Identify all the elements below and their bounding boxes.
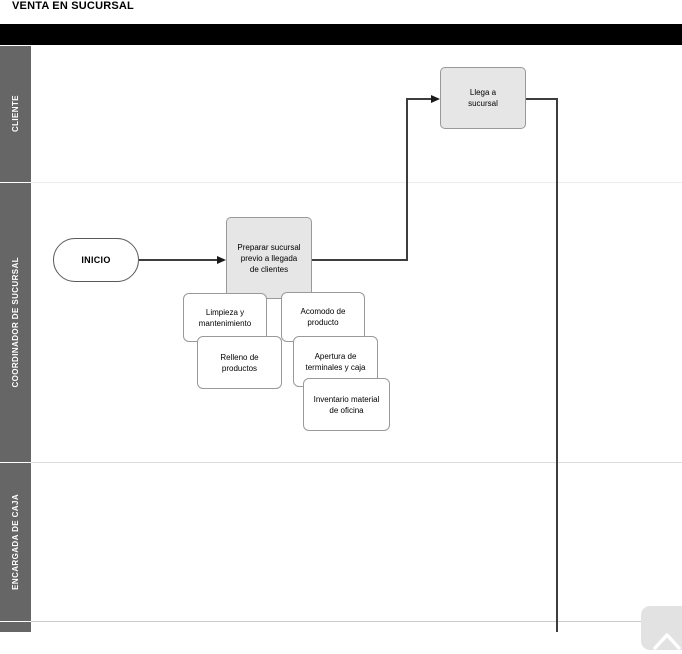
- connector-down-long: [556, 98, 558, 632]
- lane-header-coordinador-de-sucursal[interactable]: COORDINADOR DE SUCURSAL: [0, 183, 31, 462]
- lane-header-partial: [0, 622, 31, 632]
- task-preparar-sucursal[interactable]: Preparar sucursal previo a llegada de cl…: [226, 217, 312, 299]
- lane-label: ENCARGADA DE CAJA: [11, 494, 20, 590]
- subtask-acomodo-de-producto[interactable]: Acomodo de producto: [281, 292, 365, 342]
- collapse-button[interactable]: [641, 606, 682, 650]
- connector-preparar-exit: [312, 259, 408, 261]
- lane-divider-3: [31, 621, 682, 622]
- subtask-inventario-material-oficina[interactable]: Inventario material de oficina: [303, 378, 390, 431]
- lane-divider-1: [31, 182, 682, 183]
- arrowhead-into-llega: [431, 94, 440, 103]
- connector-llega-exit: [526, 98, 557, 100]
- subtask-relleno-de-productos[interactable]: Relleno de productos: [197, 336, 282, 389]
- connector-elbow-vertical: [406, 98, 408, 261]
- lane-header-encargada-de-caja[interactable]: ENCARGADA DE CAJA: [0, 463, 31, 621]
- subtask-limpieza-y-mantenimiento[interactable]: Limpieza y mantenimiento: [183, 293, 267, 342]
- connector-inicio-to-preparar: [139, 259, 218, 261]
- lane-label: CLIENTE: [11, 95, 20, 133]
- lane-header-cliente[interactable]: CLIENTE: [0, 46, 31, 182]
- pool-header-bar: [0, 24, 682, 45]
- page-title: VENTA EN SUCURSAL: [12, 0, 134, 12]
- task-llega-a-sucursal[interactable]: Llega a sucursal: [440, 67, 526, 129]
- lane-divider-2: [31, 462, 682, 463]
- chevron-up-icon: [653, 633, 681, 650]
- lane-label: COORDINADOR DE SUCURSAL: [11, 257, 20, 388]
- connector-elbow-top: [406, 98, 432, 100]
- start-node-inicio[interactable]: INICIO: [53, 238, 139, 282]
- arrowhead-into-preparar: [217, 255, 226, 264]
